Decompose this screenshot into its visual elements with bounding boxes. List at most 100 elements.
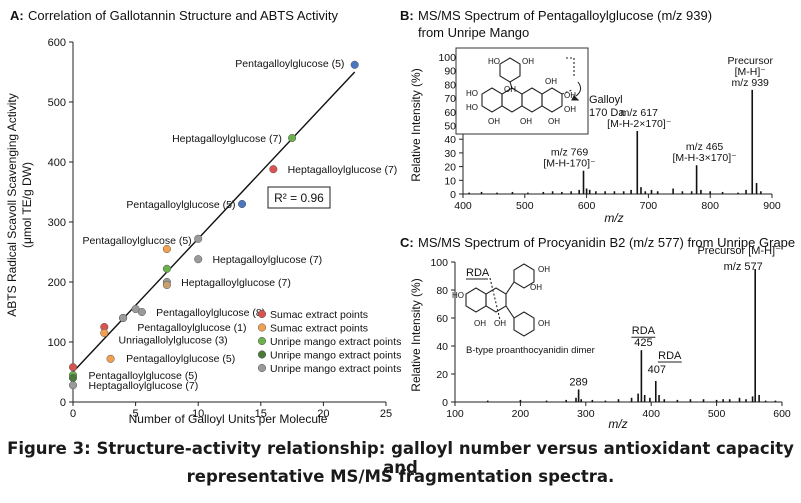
panel-b-y-tick-label: 70 bbox=[444, 93, 456, 105]
galloyl-label: Galloyl bbox=[589, 94, 623, 106]
panel-a-y-tick-label: 400 bbox=[48, 157, 66, 169]
panel-b-x-tick-label: 500 bbox=[516, 200, 534, 212]
point-annotation: Heptagalloylglucose (7) bbox=[172, 133, 282, 145]
panel-c-y-tick-label: 40 bbox=[436, 341, 448, 353]
legend-marker bbox=[257, 309, 267, 319]
point-annotation: Heptagalloylglucose (7) bbox=[89, 380, 199, 392]
galloyl-structure-drawing bbox=[481, 57, 582, 113]
svg-text:OH: OH bbox=[538, 265, 550, 274]
scatter-point bbox=[194, 234, 203, 243]
panel-b-x-tick-label: 600 bbox=[578, 200, 596, 212]
svg-text:OH: OH bbox=[564, 105, 576, 114]
svg-text:HO: HO bbox=[466, 89, 478, 98]
galloyl-mass-label: 170 Da bbox=[589, 107, 625, 119]
peak-label: m/z 769 bbox=[551, 147, 589, 159]
panel-a-label: A: bbox=[10, 8, 24, 23]
svg-text:OH: OH bbox=[520, 117, 532, 126]
peak-label: m/z 577 bbox=[724, 261, 763, 273]
legend-marker bbox=[257, 350, 267, 359]
panel-a-ylabel-line2: (μmol TE/g DW) bbox=[20, 162, 34, 248]
panel-b-xlabel: m/z bbox=[604, 211, 623, 225]
peak-label: [M-H-2×170]⁻ bbox=[607, 118, 672, 130]
peak-label: Precursor [M-H]⁻ bbox=[697, 245, 781, 257]
scatter-point bbox=[137, 307, 146, 317]
peak-label: m/z 939 bbox=[732, 77, 770, 89]
scatter-point bbox=[269, 165, 278, 174]
svg-text:OH: OH bbox=[494, 319, 506, 328]
peak-label: 289 bbox=[569, 376, 587, 388]
svg-text:HO: HO bbox=[452, 291, 464, 300]
panel-b-ylabel: Relative Intensity (%) bbox=[409, 68, 423, 181]
panel-b-title-line2: from Unripe Mango bbox=[418, 25, 529, 40]
panel-a-x-tick-label: 15 bbox=[255, 408, 267, 420]
peak-label: m/z 465 bbox=[686, 141, 724, 153]
scatter-point bbox=[288, 133, 297, 143]
panel-a-title: Correlation of Gallotannin Structure and… bbox=[28, 8, 338, 23]
panel-c-x-tick-label: 400 bbox=[642, 408, 660, 420]
figure-caption-line1: Figure 3: Structure-activity relationshi… bbox=[7, 439, 794, 477]
panel-b-title-line1: MS/MS Spectrum of Pentagalloylglucose (m… bbox=[418, 8, 712, 23]
legend-marker bbox=[257, 336, 267, 346]
scatter-point bbox=[237, 199, 247, 209]
panel-a-x-tick-label: 20 bbox=[317, 408, 329, 420]
svg-text:HO: HO bbox=[466, 103, 478, 112]
panel-c-y-tick-label: 80 bbox=[436, 285, 448, 297]
panel-c-y-tick-label: 100 bbox=[430, 257, 448, 269]
legend-label: Sumac extract points bbox=[270, 323, 368, 335]
scatter-point bbox=[68, 373, 78, 383]
scatter-point bbox=[194, 255, 203, 264]
point-annotation: Pentagalloylglucose (8) bbox=[156, 307, 265, 319]
panel-c-y-tick-label: 0 bbox=[442, 397, 448, 409]
svg-text:OH: OH bbox=[538, 319, 550, 328]
svg-text:OH: OH bbox=[474, 319, 486, 328]
figure-canvas: A: Correlation of Gallotannin Structure … bbox=[5, 8, 795, 430]
panel-c-peaks bbox=[486, 269, 777, 402]
panel-a-y-tick-label: 100 bbox=[48, 337, 66, 349]
peak-label: m/z 617 bbox=[621, 107, 659, 119]
svg-text:OH: OH bbox=[522, 57, 534, 66]
panel-b-y-tick-label: 20 bbox=[444, 162, 456, 174]
svg-text:OH: OH bbox=[488, 117, 500, 126]
panel-b-y-tick-label: 10 bbox=[444, 175, 456, 187]
panel-c-x-tick-label: 200 bbox=[512, 408, 530, 420]
panel-a-y-tick-label: 500 bbox=[48, 97, 66, 109]
legend-label: Unripe mango extract points bbox=[270, 336, 401, 348]
panel-a-xlabel: Number of Galloyl Units per Molecule bbox=[129, 412, 328, 426]
scatter-point bbox=[162, 280, 171, 290]
scatter-point bbox=[162, 244, 171, 254]
panel-b-x-tick-label: 700 bbox=[640, 200, 658, 212]
scatter-point bbox=[68, 381, 78, 390]
point-annotation: Pentagalloylglucose (5) bbox=[126, 199, 235, 211]
panel-b-y-tick-label: 30 bbox=[444, 148, 456, 160]
svg-text:OH: OH bbox=[564, 91, 576, 100]
point-annotation: Unriagallolylglucose (3) bbox=[119, 335, 228, 347]
panel-b-y-tick-label: 0 bbox=[450, 189, 456, 201]
peak-label: 407 bbox=[648, 364, 666, 376]
procyanidin-atom-labels: HO OH OH OH OH OH bbox=[452, 265, 550, 328]
panel-c-x-tick-label: 600 bbox=[773, 408, 791, 420]
point-annotation: Pentagalloylglucose (5) bbox=[235, 58, 344, 70]
panel-a-annotations: Pentagalloylglucose (5) Heptagalloylgluco… bbox=[83, 58, 398, 392]
panel-b-x-tick-label: 800 bbox=[701, 200, 719, 212]
scatter-point bbox=[100, 328, 109, 338]
svg-text:OH: OH bbox=[545, 77, 557, 86]
regression-line bbox=[72, 71, 356, 373]
panel-b-y-tick-label: 50 bbox=[444, 121, 456, 133]
figure-caption-line2: representative MS/MS fragmentation spect… bbox=[186, 467, 615, 486]
panel-b: B: MS/MS Spectrum of Pentagalloylglucose… bbox=[400, 8, 781, 225]
svg-text:OH: OH bbox=[530, 283, 542, 292]
legend-label: Unripe mango extract points bbox=[270, 350, 401, 362]
rda-label: RDA bbox=[632, 325, 656, 337]
panel-c-x-tick-label: 300 bbox=[577, 408, 595, 420]
peak-label: [M-H-170]⁻ bbox=[543, 158, 596, 170]
svg-text:OH: OH bbox=[548, 117, 560, 126]
panel-c-x-tick-label: 500 bbox=[708, 408, 726, 420]
panel-b-y-tick-label: 40 bbox=[444, 134, 456, 146]
panel-a-x-tick-label: 5 bbox=[133, 408, 139, 420]
